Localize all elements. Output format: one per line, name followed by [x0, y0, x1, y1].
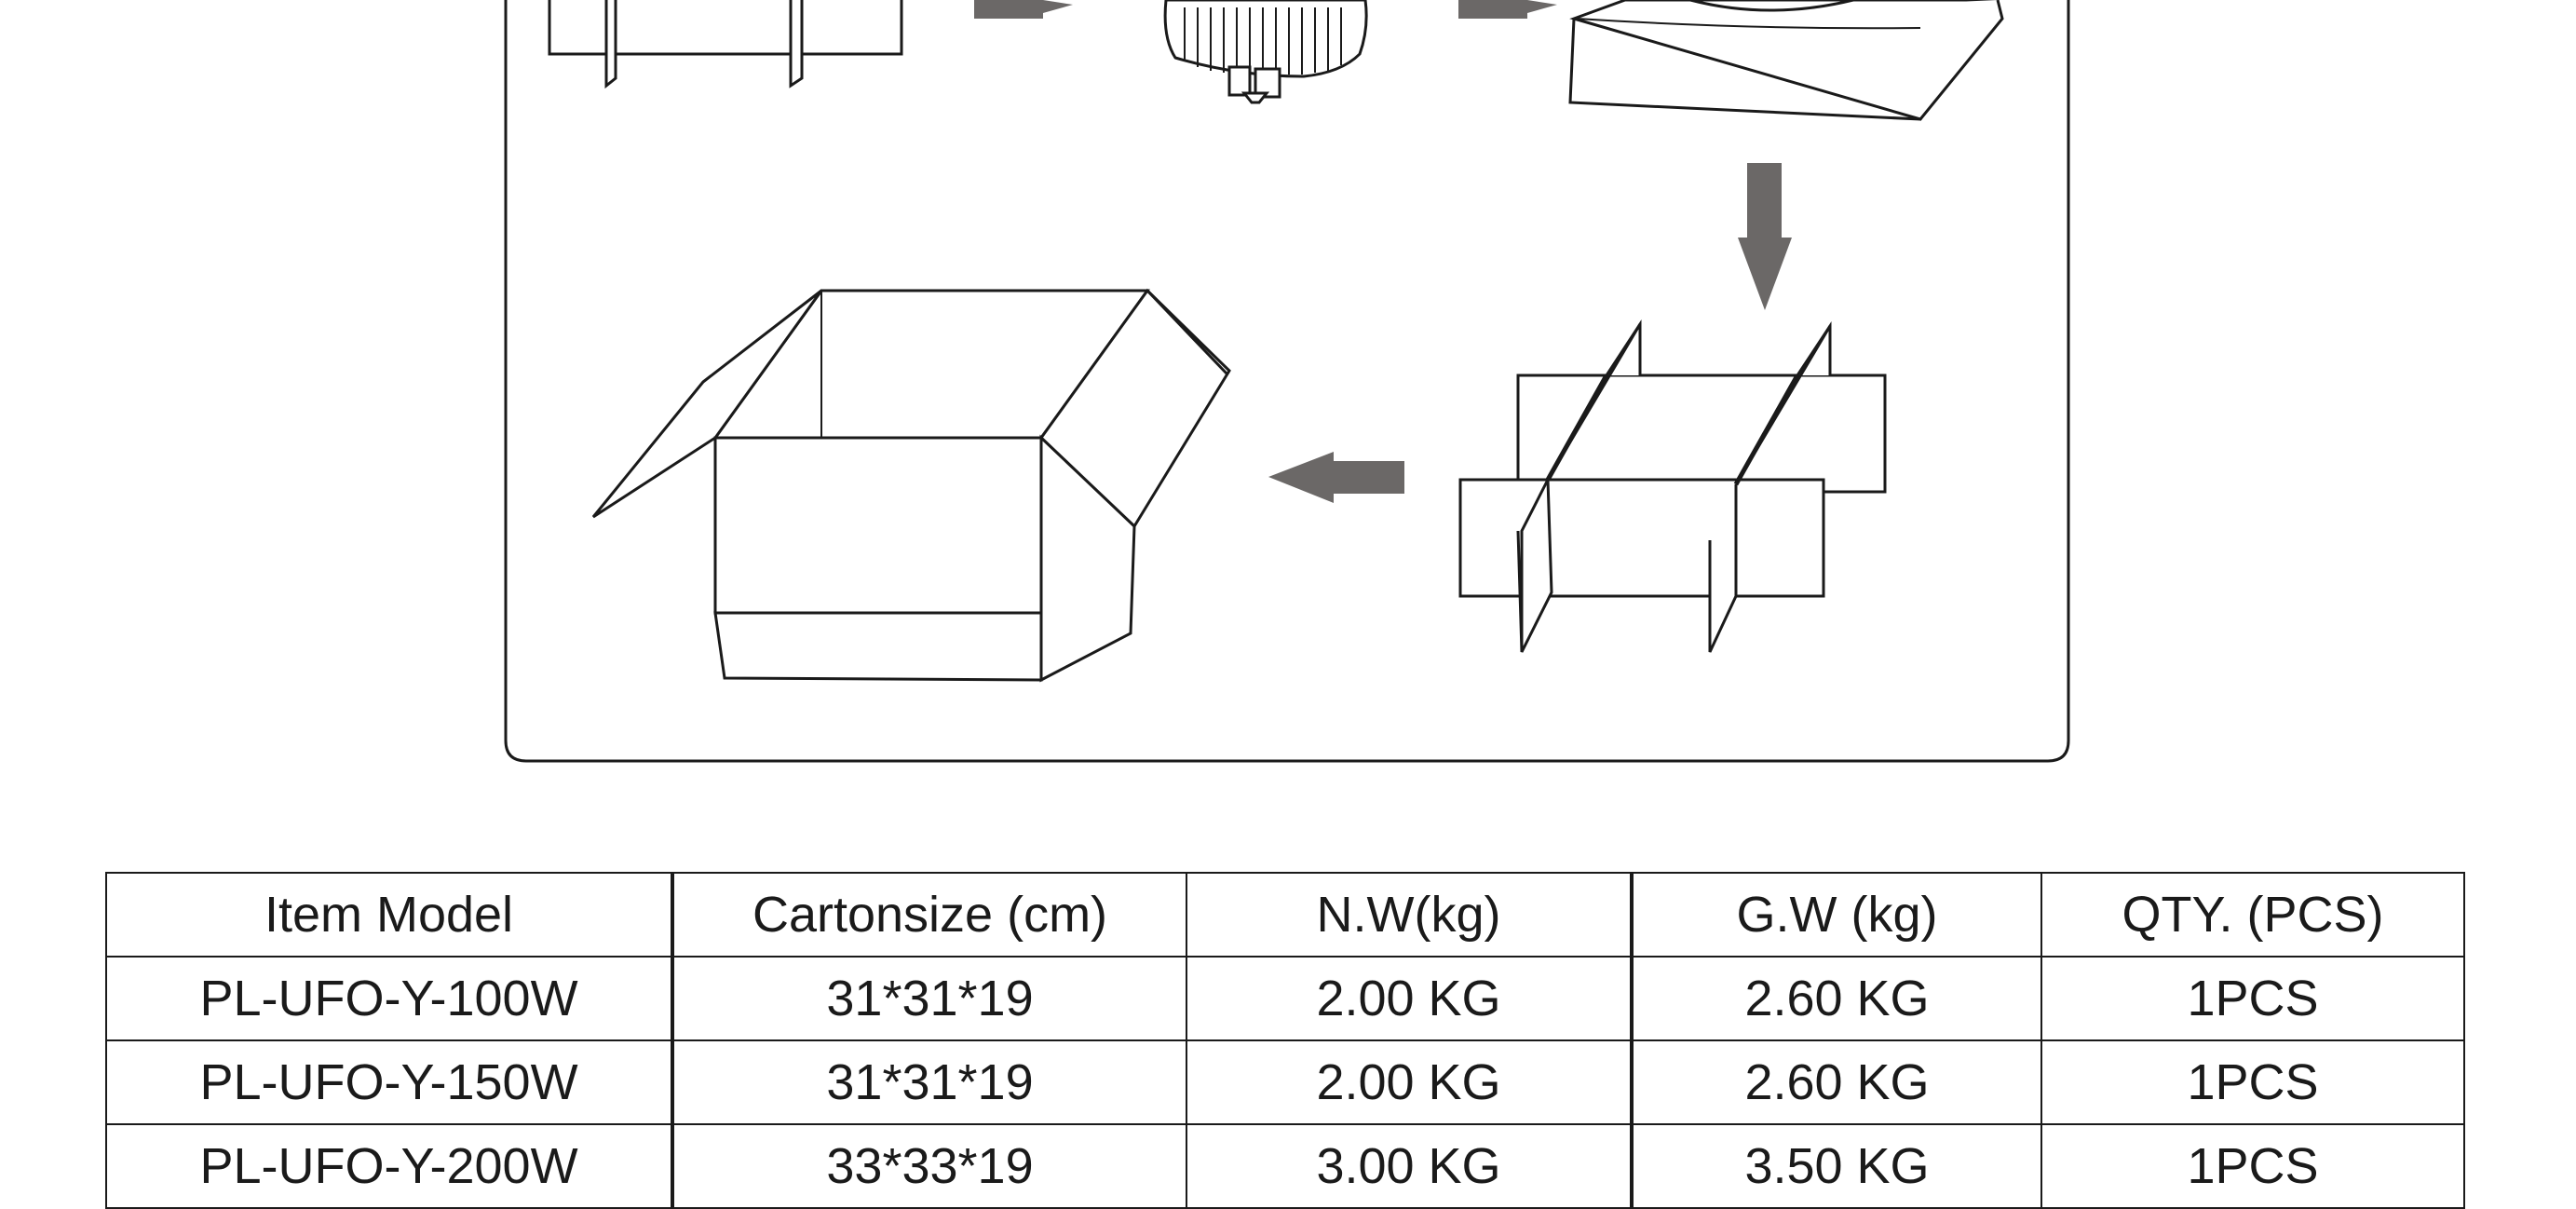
cell-gross-weight: 3.50 KG	[1630, 1123, 2042, 1209]
cell-cartonsize: 31*31*19	[671, 1039, 1187, 1125]
foam-tray-icon	[1568, 0, 2004, 121]
cell-quantity: 1PCS	[2040, 1039, 2465, 1125]
cell-net-weight: 2.00 KG	[1186, 956, 1633, 1041]
table-header-row: Item Model Cartonsize (cm) N.W(kg) G.W (…	[105, 872, 2465, 958]
cell-quantity: 1PCS	[2040, 1123, 2465, 1209]
packing-diagram	[504, 0, 2070, 763]
header-net-weight: N.W(kg)	[1186, 872, 1633, 958]
cell-net-weight: 2.00 KG	[1186, 1039, 1633, 1125]
divider-grid-icon	[548, 0, 903, 89]
cell-cartonsize: 33*33*19	[671, 1123, 1187, 1209]
header-item-model: Item Model	[105, 872, 673, 958]
ufo-light-icon	[1163, 0, 1368, 104]
open-carton-icon	[591, 288, 1231, 683]
cell-cartonsize: 31*31*19	[671, 956, 1187, 1041]
cell-quantity: 1PCS	[2040, 956, 2465, 1041]
down-arrow-icon	[1738, 163, 1792, 310]
packing-spec-table: Item Model Cartonsize (cm) N.W(kg) G.W (…	[105, 872, 2465, 1209]
table-row: PL-UFO-Y-200W 33*33*19 3.00 KG 3.50 KG 1…	[105, 1123, 2465, 1209]
cell-item-model: PL-UFO-Y-100W	[105, 956, 673, 1041]
table-row: PL-UFO-Y-150W 31*31*19 2.00 KG 2.60 KG 1…	[105, 1039, 2465, 1125]
right-arrow-icon	[974, 0, 1073, 19]
cell-item-model: PL-UFO-Y-200W	[105, 1123, 673, 1209]
divider-grid-icon	[1458, 319, 1887, 653]
cell-item-model: PL-UFO-Y-150W	[105, 1039, 673, 1125]
header-quantity: QTY. (PCS)	[2040, 872, 2465, 958]
cell-gross-weight: 2.60 KG	[1630, 956, 2042, 1041]
cell-gross-weight: 2.60 KG	[1630, 1039, 2042, 1125]
table-row: PL-UFO-Y-100W 31*31*19 2.00 KG 2.60 KG 1…	[105, 956, 2465, 1041]
cell-net-weight: 3.00 KG	[1186, 1123, 1633, 1209]
header-gross-weight: G.W (kg)	[1630, 872, 2042, 958]
left-arrow-icon	[1268, 452, 1404, 503]
header-cartonsize: Cartonsize (cm)	[671, 872, 1187, 958]
diagram-frame	[504, 0, 2070, 763]
right-arrow-icon	[1458, 0, 1557, 19]
